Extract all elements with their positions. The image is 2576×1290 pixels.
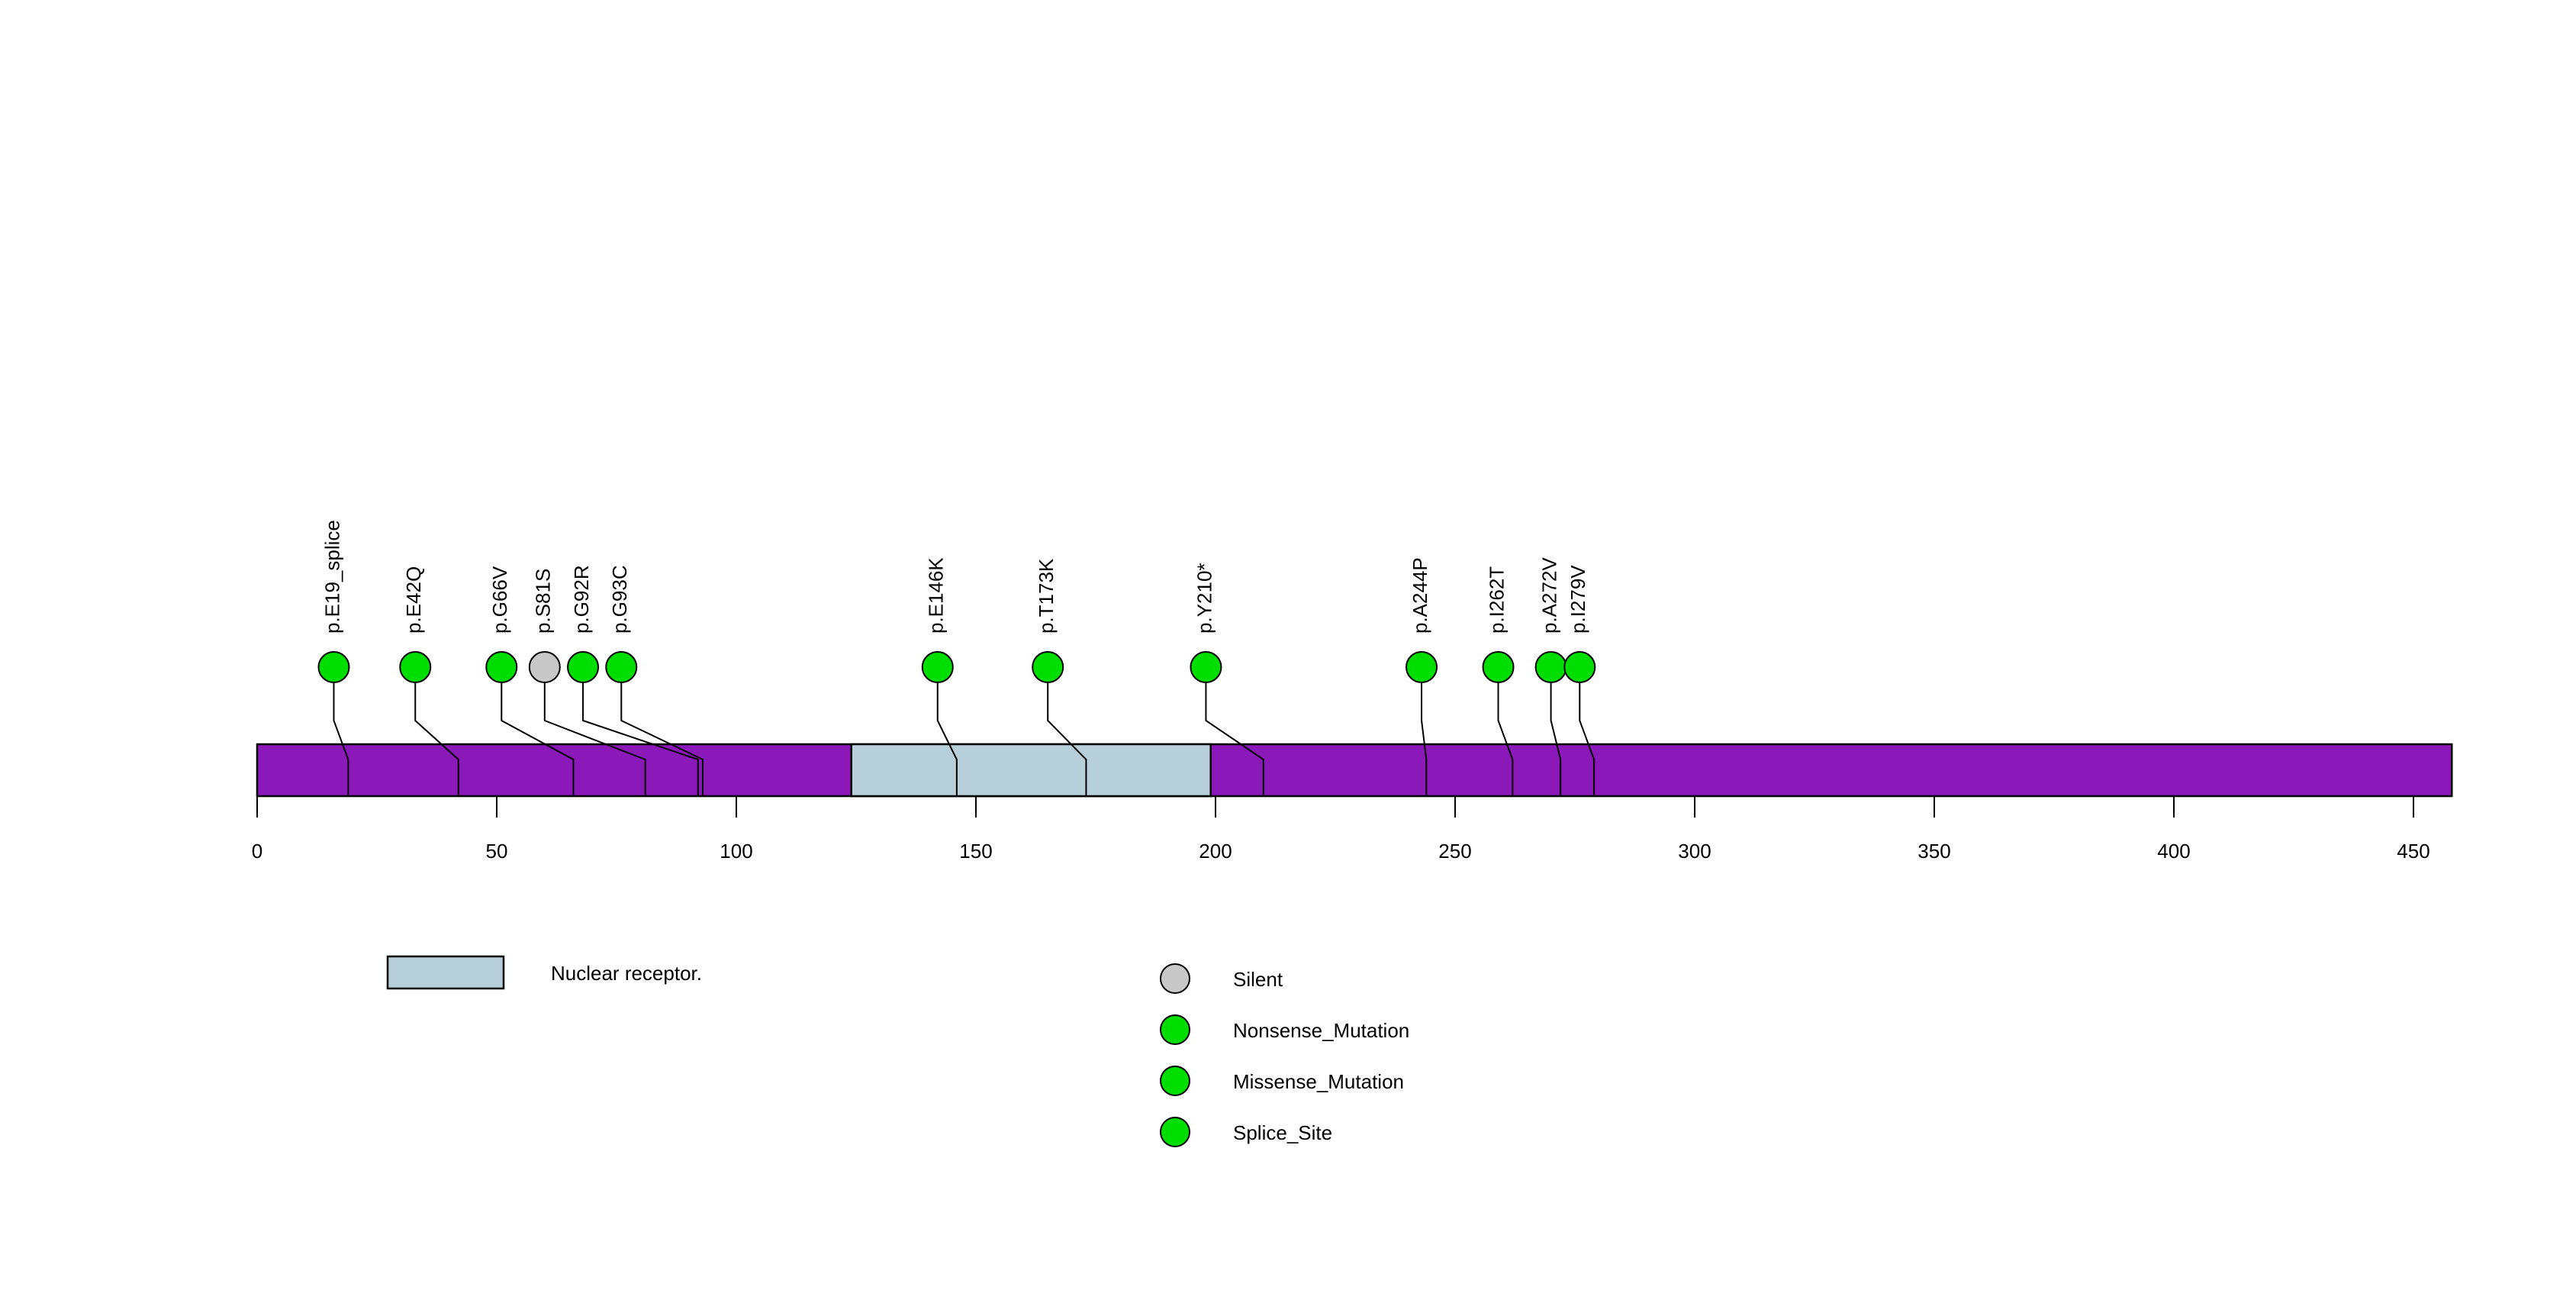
- mutation-legend-label-2: Missense_Mutation: [1233, 1070, 1404, 1093]
- mutation-label-7: p.T173K: [1035, 558, 1058, 634]
- mutation-stem-10: [1497, 682, 1514, 796]
- protein-backbone: [256, 743, 2453, 798]
- mutation-marker-11[interactable]: [1534, 651, 1567, 683]
- mutation-legend: SilentNonsense_MutationMissense_Mutation…: [1160, 963, 1409, 1147]
- mutation-stem-11: [1550, 682, 1562, 796]
- mutation-stem-9: [1421, 682, 1428, 796]
- axis-tick-label-6: 300: [1678, 840, 1711, 863]
- mutation-marker-2[interactable]: [485, 651, 518, 683]
- mutation-label-5: p.G93C: [608, 565, 631, 634]
- mutation-label-12: p.I279V: [1567, 565, 1589, 634]
- axis-tick-label-0: 0: [252, 840, 262, 863]
- mutation-marker-8[interactable]: [1190, 651, 1222, 683]
- mutation-label-9: p.A244P: [1409, 557, 1431, 634]
- axis-tick-label-2: 100: [720, 840, 752, 863]
- mutation-label-10: p.I262T: [1485, 566, 1508, 634]
- mutation-label-6: p.E146K: [925, 557, 948, 634]
- mutation-legend-swatch-0: [1160, 963, 1190, 994]
- axis-tick-label-3: 150: [959, 840, 992, 863]
- mutation-stem-2: [501, 682, 575, 796]
- mutation-legend-label-0: Silent: [1233, 968, 1283, 991]
- mutation-label-4: p.G92R: [570, 565, 593, 634]
- mutation-label-3: p.S81S: [532, 569, 555, 634]
- axis-tick-label-5: 250: [1438, 840, 1471, 863]
- mutation-marker-6[interactable]: [921, 651, 954, 683]
- mutation-legend-label-1: Nonsense_Mutation: [1233, 1019, 1409, 1042]
- mutation-legend-swatch-1: [1160, 1014, 1190, 1045]
- mutation-marker-4[interactable]: [567, 651, 600, 683]
- mutation-legend-swatch-2: [1160, 1066, 1190, 1096]
- mutation-stem-7: [1047, 682, 1087, 796]
- mutation-marker-group: [317, 651, 1596, 683]
- mutation-marker-0[interactable]: [317, 651, 350, 683]
- mutation-marker-12[interactable]: [1563, 651, 1596, 683]
- x-axis-group: 0 50 100 150 200 250 300 350 400 450: [252, 796, 2430, 863]
- mutation-marker-9[interactable]: [1406, 651, 1438, 683]
- mutation-label-1: p.E42Q: [402, 566, 425, 634]
- mutation-label-11: p.A272V: [1538, 557, 1560, 634]
- axis-tick-label-1: 50: [486, 840, 508, 863]
- mutation-legend-label-3: Splice_Site: [1233, 1121, 1332, 1144]
- axis-tick-label-9: 450: [2397, 840, 2429, 863]
- axis-tick-label-7: 350: [1918, 840, 1950, 863]
- protein-domain-group: [850, 743, 1212, 798]
- mutation-stem-8: [1205, 682, 1264, 796]
- protein-domain-0[interactable]: [850, 743, 1212, 798]
- mutation-stem-5: [620, 682, 704, 796]
- mutation-stem-1: [414, 682, 459, 796]
- axis-tick-label-8: 400: [2157, 840, 2190, 863]
- mutation-stem-4: [582, 682, 699, 796]
- mutation-stem-group: [333, 682, 1596, 796]
- domain-legend-label-0: Nuclear receptor.: [551, 962, 702, 985]
- mutation-label-2: p.G66V: [488, 566, 511, 634]
- mutation-marker-10[interactable]: [1482, 651, 1515, 683]
- mutation-label-group: p.E19_splice p.E42Q p.G66V p.S81S p.G92R p.G9…: [320, 520, 1589, 634]
- mutation-label-0: p.E19_splice: [320, 520, 343, 634]
- mutation-stem-6: [936, 682, 958, 796]
- mutation-stem-3: [543, 682, 646, 796]
- mutation-stem-0: [333, 682, 349, 796]
- axis-tick-label-4: 200: [1199, 840, 1232, 863]
- mutation-stem-12: [1579, 682, 1596, 796]
- mutation-marker-3[interactable]: [528, 651, 561, 683]
- mutation-marker-7[interactable]: [1032, 651, 1064, 683]
- domain-legend-swatch-0: [386, 955, 505, 990]
- mutation-legend-swatch-3: [1160, 1117, 1190, 1147]
- mutation-label-8: p.Y210*: [1193, 563, 1216, 634]
- protein-backbone-group: [256, 743, 2453, 798]
- domain-legend: Nuclear receptor.: [386, 955, 702, 990]
- mutation-marker-1[interactable]: [399, 651, 432, 683]
- mutation-marker-5[interactable]: [605, 651, 638, 683]
